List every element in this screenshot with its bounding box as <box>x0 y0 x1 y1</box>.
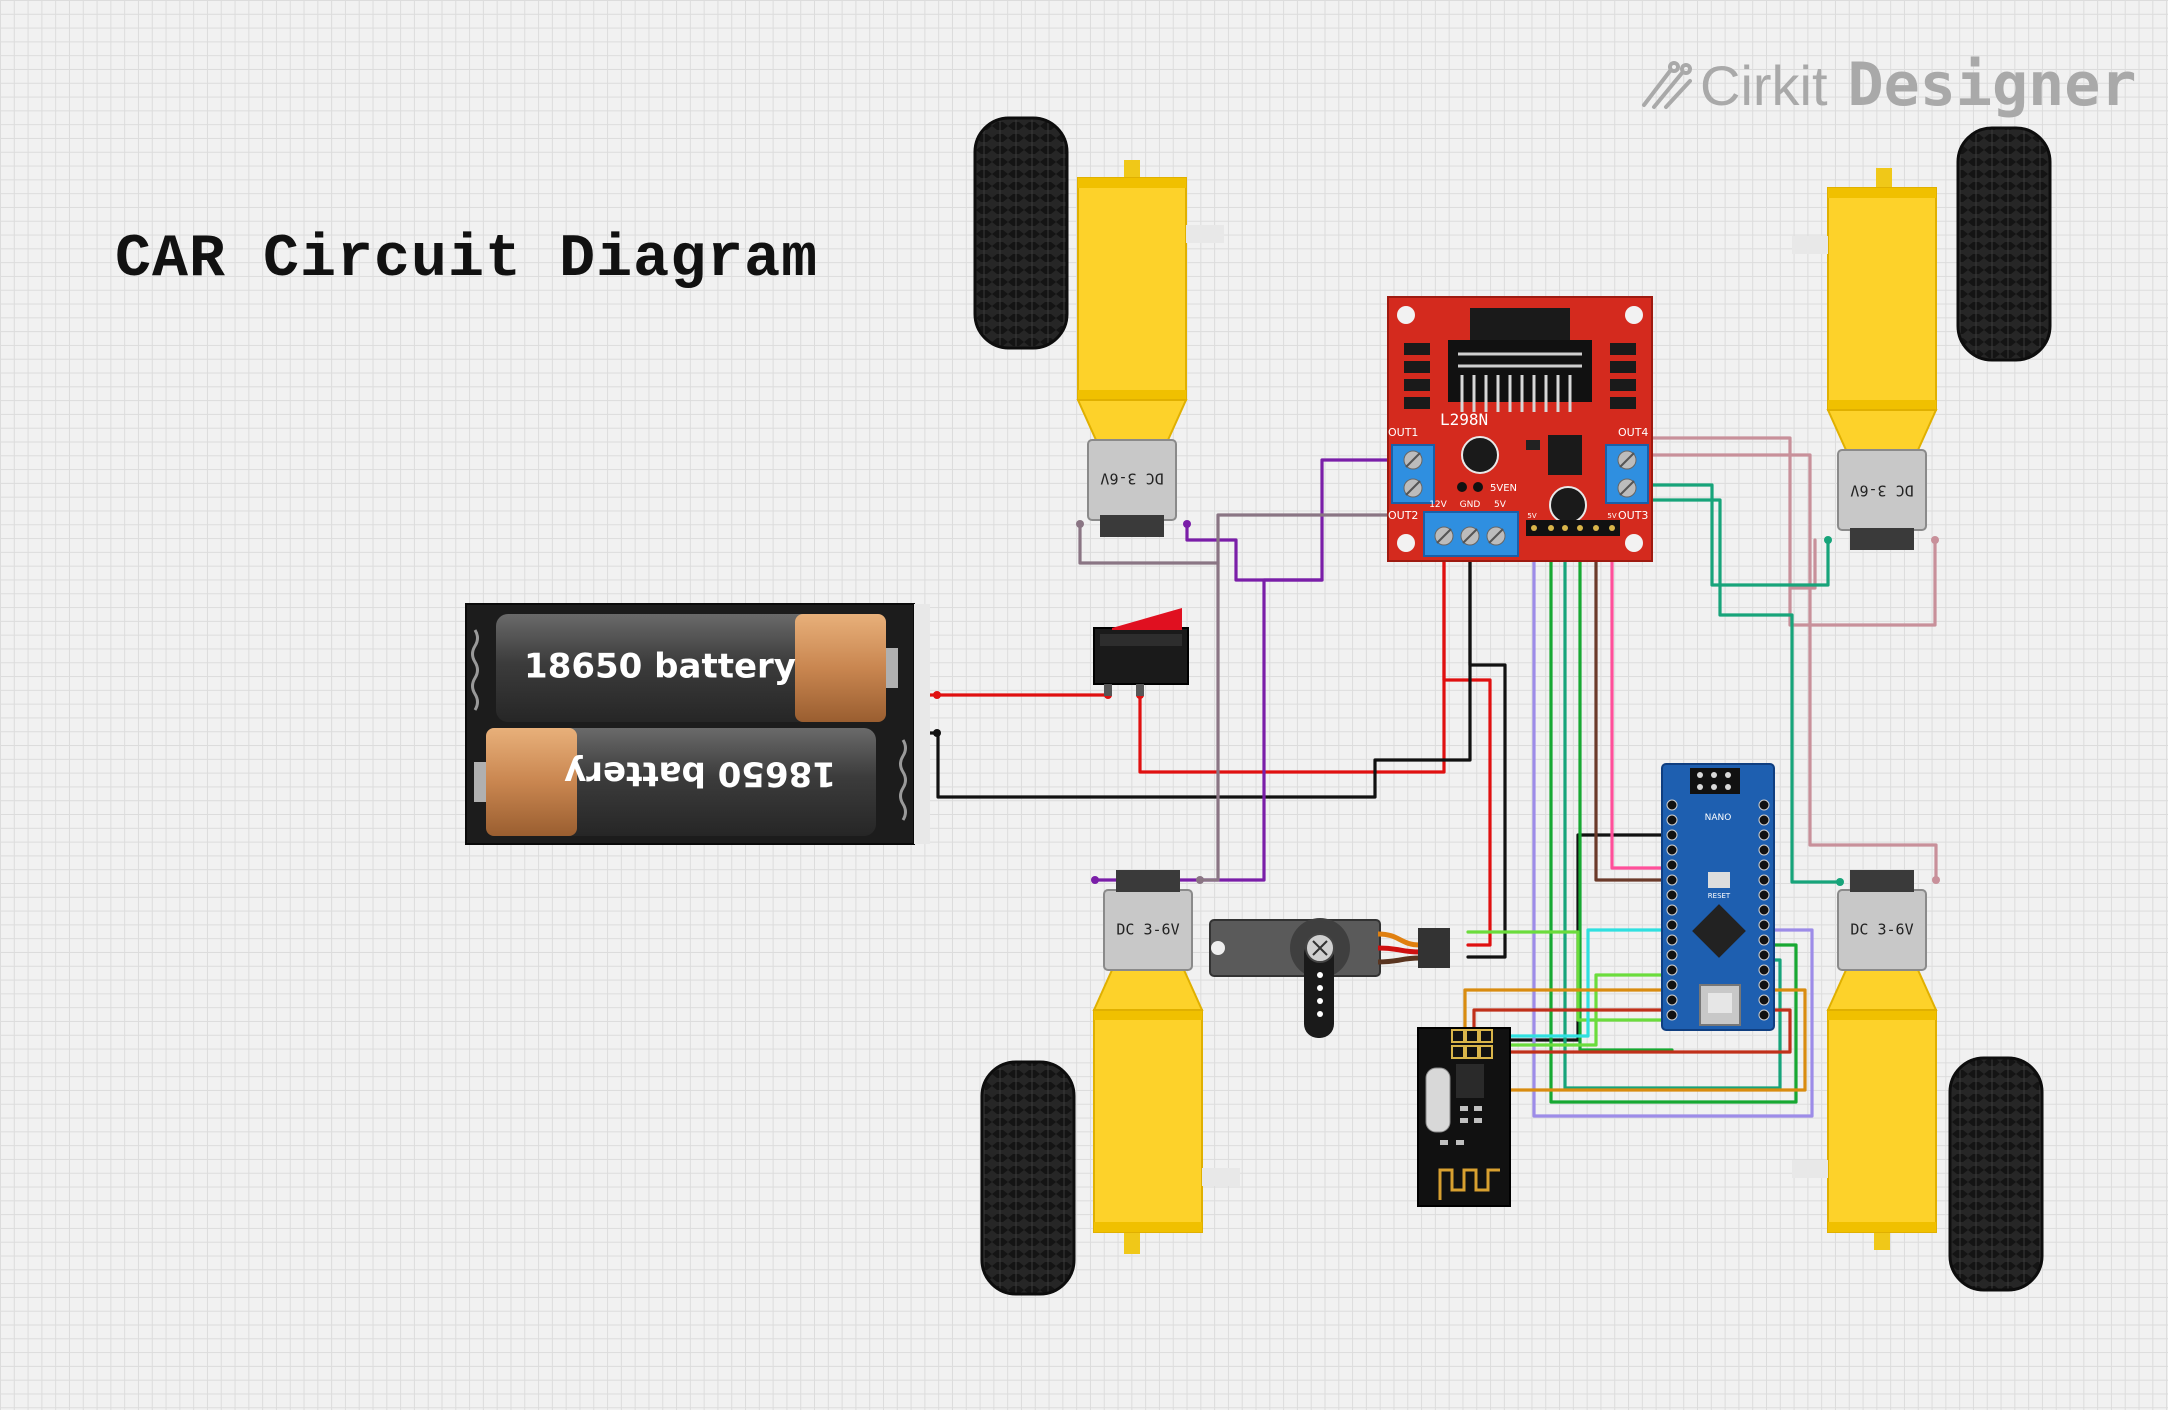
battery-cell-bottom: 18650 battery <box>474 728 876 836</box>
motor-rear-left: DC 3-6V <box>980 870 1240 1296</box>
motor-rear-right-rating: DC 3-6V <box>1850 921 1913 939</box>
wire-out2-mauve <box>1198 513 1410 882</box>
battery-cell-top: 18650 battery <box>496 614 898 722</box>
wire-driver-5v <box>1442 526 1492 947</box>
terminal-power <box>1423 511 1519 557</box>
battery-holder: 18650 battery 18650 battery <box>465 603 930 845</box>
driver-gnd-label: GND <box>1460 500 1481 510</box>
page-title: CAR Circuit Diagram <box>115 226 819 294</box>
battery-cell-bottom-label: 18650 battery <box>564 754 836 794</box>
wires <box>915 436 1940 1118</box>
wire-out4-pink-c <box>1788 538 1937 627</box>
wire-out4-pink-b <box>1618 453 1938 880</box>
driver-enb-5v-label: 5V <box>1607 512 1616 520</box>
driver-out1-label: OUT1 <box>1388 426 1418 439</box>
terminal-out1-out2 <box>1391 444 1435 504</box>
wire-in2-teal <box>1563 526 1782 1090</box>
driver-ena-5v-label: 5V <box>1527 512 1536 520</box>
wire-out3-teal <box>1618 483 1830 587</box>
cirkit-logo-icon <box>1642 61 1692 109</box>
motor-rear-left-rating: DC 3-6V <box>1116 921 1179 939</box>
driver-chip-label: L298N <box>1440 410 1488 429</box>
wire-nrf-cyan <box>1482 928 1674 1038</box>
arduino-label: NANO <box>1705 813 1732 823</box>
motor-front-right-rating: DC 3-6V <box>1850 482 1913 500</box>
motor-front-left: DC 3-6V <box>973 116 1224 537</box>
driver-12v-label: 12V <box>1429 500 1447 510</box>
battery-cell-top-label: 18650 battery <box>524 647 796 687</box>
driver-out4-label: OUT4 <box>1618 426 1648 439</box>
rocker-switch[interactable] <box>1093 608 1189 696</box>
wire-out3-teal-b <box>1618 498 1842 884</box>
wire-out1-purple <box>1185 458 1410 582</box>
driver-5v-label: 5V <box>1494 500 1507 510</box>
wire-enb-magenta <box>1610 526 1674 870</box>
nrf24l01-radio-module <box>1417 1027 1511 1207</box>
cirkit-designer-logo: Cirkit Designer <box>1640 50 2137 120</box>
wire-in4-brown <box>1594 526 1674 882</box>
wire-ena-lavender <box>1532 526 1814 1118</box>
driver-out3-label: OUT3 <box>1618 509 1648 522</box>
wire-gnd-to-servo <box>1466 526 1507 959</box>
servo-motor <box>1209 918 1450 1038</box>
wire-in1-green <box>1549 526 1798 1104</box>
driver-out2-label: OUT2 <box>1388 509 1418 522</box>
motor-front-left-rating: DC 3-6V <box>1100 470 1163 488</box>
arduino-nano: NANO RESET <box>1661 763 1775 1031</box>
terminal-out3-out4 <box>1605 444 1649 504</box>
l298n-motor-driver: L298N 5VEN OUT1 OUT2 OUT4 OUT3 12V <box>1387 296 1653 562</box>
wire-in3-green <box>1578 526 1674 1052</box>
brand-name-designer: Designer <box>1847 50 2137 120</box>
arduino-reset-label: RESET <box>1708 892 1731 900</box>
motor-front-right: DC 3-6V <box>1792 126 2052 550</box>
motor-rear-right: DC 3-6V <box>1792 870 2044 1292</box>
wire-servo-signal-lime <box>1466 930 1674 1022</box>
driver-5ven-label: 5VEN <box>1490 483 1517 494</box>
brand-name-cirkit: Cirkit <box>1700 53 1828 117</box>
wire-nrf-orange <box>1458 988 1807 1092</box>
wire-nrf-darkred <box>1472 1008 1792 1054</box>
wire-battery-minus-to-driver-gnd <box>915 526 1472 799</box>
wire-out2-mauve-front <box>1078 522 1220 565</box>
